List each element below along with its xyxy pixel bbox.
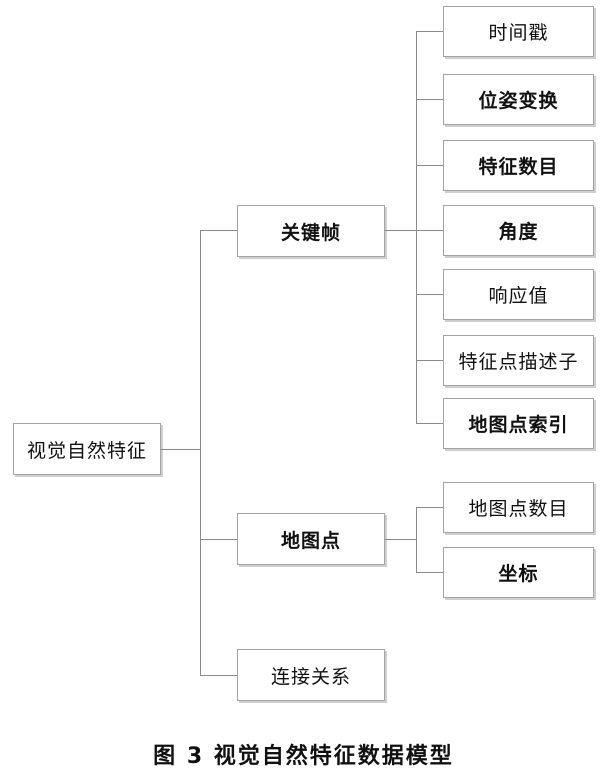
node-response-value: 响应值 (443, 269, 594, 320)
connector-to-feature-descriptor (416, 360, 443, 361)
connector-to-coordinates (416, 572, 443, 573)
connector-to-pose-transform (416, 99, 443, 100)
node-keyframe: 关键帧 (237, 205, 385, 257)
node-coordinates: 坐标 (443, 547, 594, 598)
connector-keyframe-children-trunk (416, 31, 417, 423)
connector-to-map-point-index (416, 423, 443, 424)
connector-map-point-children-trunk (416, 507, 417, 573)
node-map-point-index: 地图点索引 (443, 398, 594, 449)
node-map-point-count: 地图点数目 (443, 482, 594, 533)
figure-caption: 图 3 视觉自然特征数据模型 (153, 744, 454, 769)
connector-to-feature-count (416, 165, 443, 166)
node-angle: 角度 (443, 205, 594, 256)
node-visual-natural-feature: 视觉自然特征 (13, 423, 161, 475)
connector-to-response-value (416, 294, 443, 295)
connector-trunk-to-connection-relation (200, 675, 237, 676)
node-timestamp: 时间戳 (443, 6, 594, 57)
connector-map-point-to-children-trunk (385, 539, 416, 540)
node-map-point: 地图点 (237, 513, 385, 565)
node-connection-relation: 连接关系 (237, 649, 385, 701)
connector-root-to-trunk (161, 449, 200, 450)
connector-left-trunk (200, 230, 201, 676)
node-feature-descriptor: 特征点描述子 (443, 335, 594, 386)
connector-trunk-to-map-point (200, 539, 237, 540)
connector-trunk-to-keyframe (200, 230, 237, 231)
connector-to-map-point-count (416, 507, 443, 508)
connector-to-timestamp (416, 31, 443, 32)
node-pose-transform: 位姿变换 (443, 74, 594, 125)
connector-keyframe-to-children-trunk (385, 230, 443, 231)
node-feature-count: 特征数目 (443, 140, 594, 191)
